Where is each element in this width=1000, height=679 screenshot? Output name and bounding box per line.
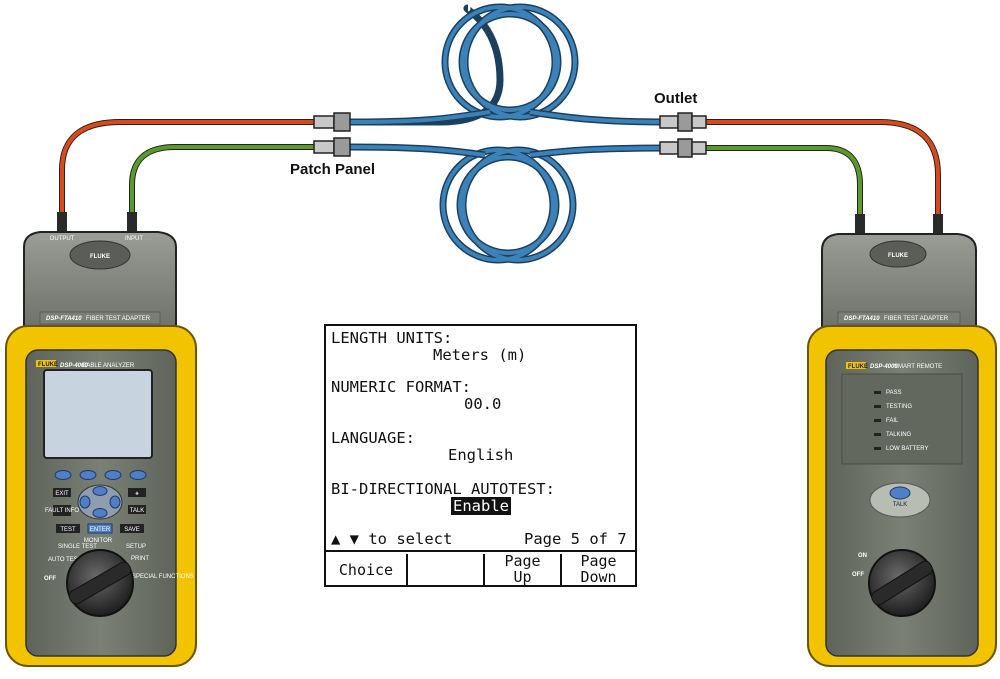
- left-green-fiber: [129, 144, 316, 230]
- main-adapter-brand: FLUKE: [90, 254, 110, 260]
- fiber-spool-top: [349, 3, 669, 126]
- patch-panel-label: Patch Panel: [290, 161, 376, 178]
- key-save: SAVE: [124, 527, 140, 533]
- numeric-format-label: NUMERIC FORMAT:: [331, 378, 471, 396]
- led-pass: PASS: [886, 390, 902, 396]
- remote-talk-button: [889, 486, 911, 500]
- led-testing: TESTING: [886, 404, 912, 410]
- enlarged-lcd-screen: LENGTH UNITS: Meters (m) NUMERIC FORMAT:…: [324, 324, 637, 587]
- left-orange-fiber: [59, 119, 316, 230]
- led-fail: FAIL: [886, 418, 899, 424]
- main-lcd: [43, 369, 153, 459]
- enable-highlight: Enable: [451, 497, 511, 515]
- dial-auto-test: AUTO TEST: [48, 557, 82, 563]
- dial-single-test: SINGLE TEST: [58, 544, 97, 550]
- main-unit: FLUKE OUTPUT INPUT DSP-FTA410 FIBER TEST…: [5, 212, 197, 667]
- key-test: TEST: [60, 527, 76, 533]
- led-talking: TALKING: [886, 432, 912, 438]
- remote-unit: FLUKE DSP-FTA410 FIBER TEST ADAPTER FLUK…: [807, 214, 997, 667]
- remote-model: DSP-4000: [870, 364, 898, 370]
- key-talk: TALK: [130, 508, 145, 514]
- remote-talk-label: TALK: [893, 502, 908, 508]
- language-value: English: [448, 446, 514, 464]
- remote-adapter-model: DSP-FTA410: [844, 316, 880, 322]
- remote-adapter-brand: FLUKE: [888, 253, 908, 259]
- key-enter: ENTER: [90, 527, 111, 533]
- softkey-choice[interactable]: Choice: [338, 561, 394, 579]
- bidirectional-autotest-value[interactable]: Enable: [451, 497, 511, 515]
- right-green-fiber: [706, 145, 863, 232]
- key-fault-info: FAULT INFO: [45, 508, 79, 514]
- remote-adapter-desc: FIBER TEST ADAPTER: [884, 316, 949, 322]
- main-model-desc: CABLE ANALYZER: [82, 363, 135, 369]
- main-brand: FLUKE: [38, 362, 58, 368]
- led-low-battery: LOW BATTERY: [886, 446, 928, 452]
- bidirectional-autotest-label: BI-DIRECTIONAL AUTOTEST:: [331, 480, 555, 498]
- dial-monitor: MONITOR: [84, 538, 113, 544]
- remote-model-desc: SMART REMOTE: [894, 364, 942, 370]
- remote-off: OFF: [852, 572, 864, 578]
- main-adapter-model: DSP-FTA410: [46, 316, 82, 322]
- softkey-page-up[interactable]: Page Up: [504, 552, 541, 586]
- length-units-label: LENGTH UNITS:: [331, 329, 453, 347]
- remote-on: ON: [858, 553, 867, 559]
- main-port-input: INPUT: [125, 236, 143, 242]
- remote-status-leds: PASS TESTING FAIL TALKING LOW BATTERY: [874, 390, 928, 452]
- outlet-label: Outlet: [654, 90, 698, 107]
- main-adapter-desc: FIBER TEST ADAPTER: [86, 316, 151, 322]
- key-exit: EXIT: [55, 491, 69, 497]
- numeric-format-value: 00.0: [464, 395, 502, 413]
- length-units-value: Meters (m): [433, 346, 527, 364]
- dial-off: OFF: [44, 576, 56, 582]
- remote-brand: FLUKE: [848, 364, 868, 370]
- main-softkeys: [54, 470, 147, 480]
- right-orange-fiber: [706, 119, 941, 232]
- outlet-connectors: [659, 112, 707, 158]
- main-port-output: OUTPUT: [50, 236, 75, 242]
- dial-setup: SETUP: [126, 544, 146, 550]
- language-label: LANGUAGE:: [331, 429, 415, 447]
- fiber-spool-bottom: [349, 143, 669, 264]
- softkey-page-down[interactable]: Page Down: [580, 552, 617, 586]
- patch-panel-connectors: [313, 112, 351, 157]
- fiber-cables: [59, 3, 941, 264]
- svg-text:⚹: ⚹: [135, 491, 139, 497]
- dial-special-functions: SPECIAL FUNCTIONS: [132, 574, 194, 580]
- main-keypad: EXIT FAULT INFO ⚹ TALK TEST ENTER SAVE: [45, 484, 146, 534]
- select-hint: ▲ ▼ to select: [331, 530, 453, 548]
- dial-print: PRINT: [131, 556, 149, 562]
- page-indicator: Page 5 of 7: [524, 530, 627, 548]
- main-model: DSP-4000: [60, 363, 88, 369]
